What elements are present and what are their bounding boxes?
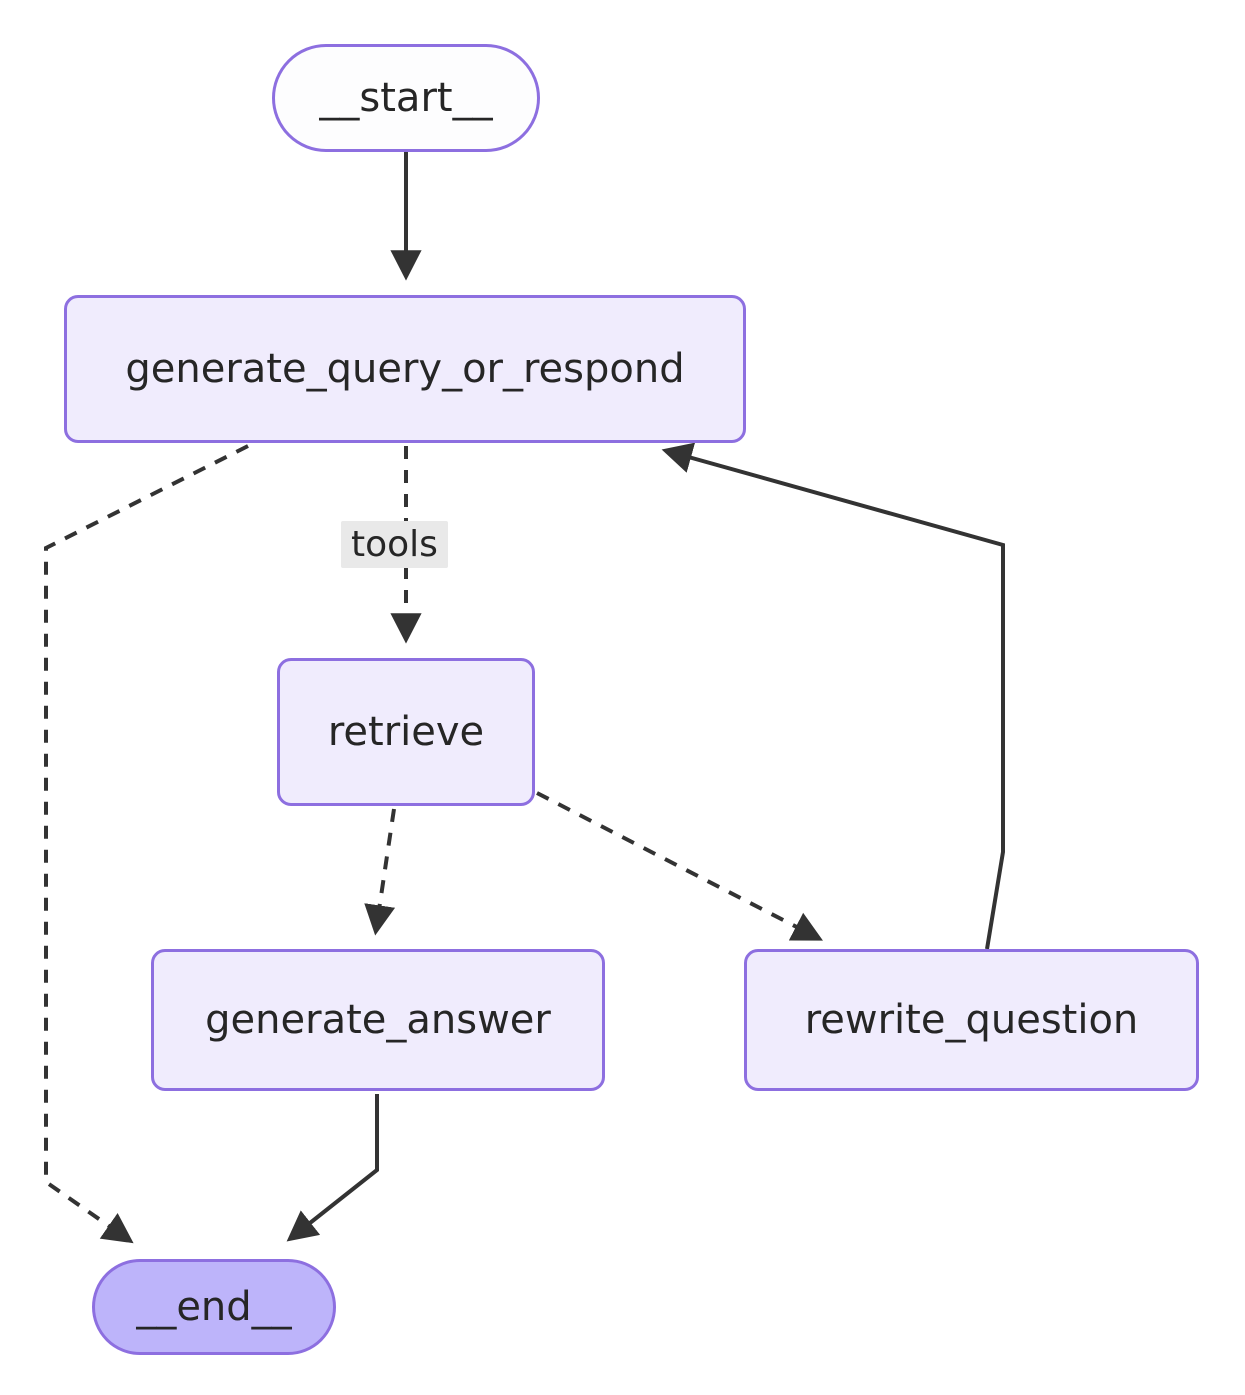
node-start[interactable]: __start__ <box>272 44 540 152</box>
node-end-label: __end__ <box>136 1284 292 1330</box>
node-rewrite-question-label: rewrite_question <box>804 997 1139 1043</box>
node-start-label: __start__ <box>319 75 493 121</box>
edge-generate-answer-to-end <box>286 1094 379 1242</box>
edge-retrieve-to-generate-answer <box>364 808 396 936</box>
edge-rewrite-question-to-generate-query-or-respond <box>661 442 1005 950</box>
node-generate-query-or-respond[interactable]: generate_query_or_respond <box>64 295 746 443</box>
edge-label-tools: tools <box>341 521 448 569</box>
node-retrieve[interactable]: retrieve <box>277 658 535 806</box>
node-generate-query-or-respond-label: generate_query_or_respond <box>125 346 685 392</box>
edge-retrieve-to-rewrite-question <box>536 791 823 941</box>
node-generate-answer-label: generate_answer <box>205 997 551 1043</box>
node-generate-answer[interactable]: generate_answer <box>151 949 605 1091</box>
node-retrieve-label: retrieve <box>327 709 485 755</box>
node-rewrite-question[interactable]: rewrite_question <box>744 949 1199 1091</box>
edge-generate-query-or-respond-to-end <box>44 444 249 1244</box>
node-end[interactable]: __end__ <box>92 1259 336 1355</box>
